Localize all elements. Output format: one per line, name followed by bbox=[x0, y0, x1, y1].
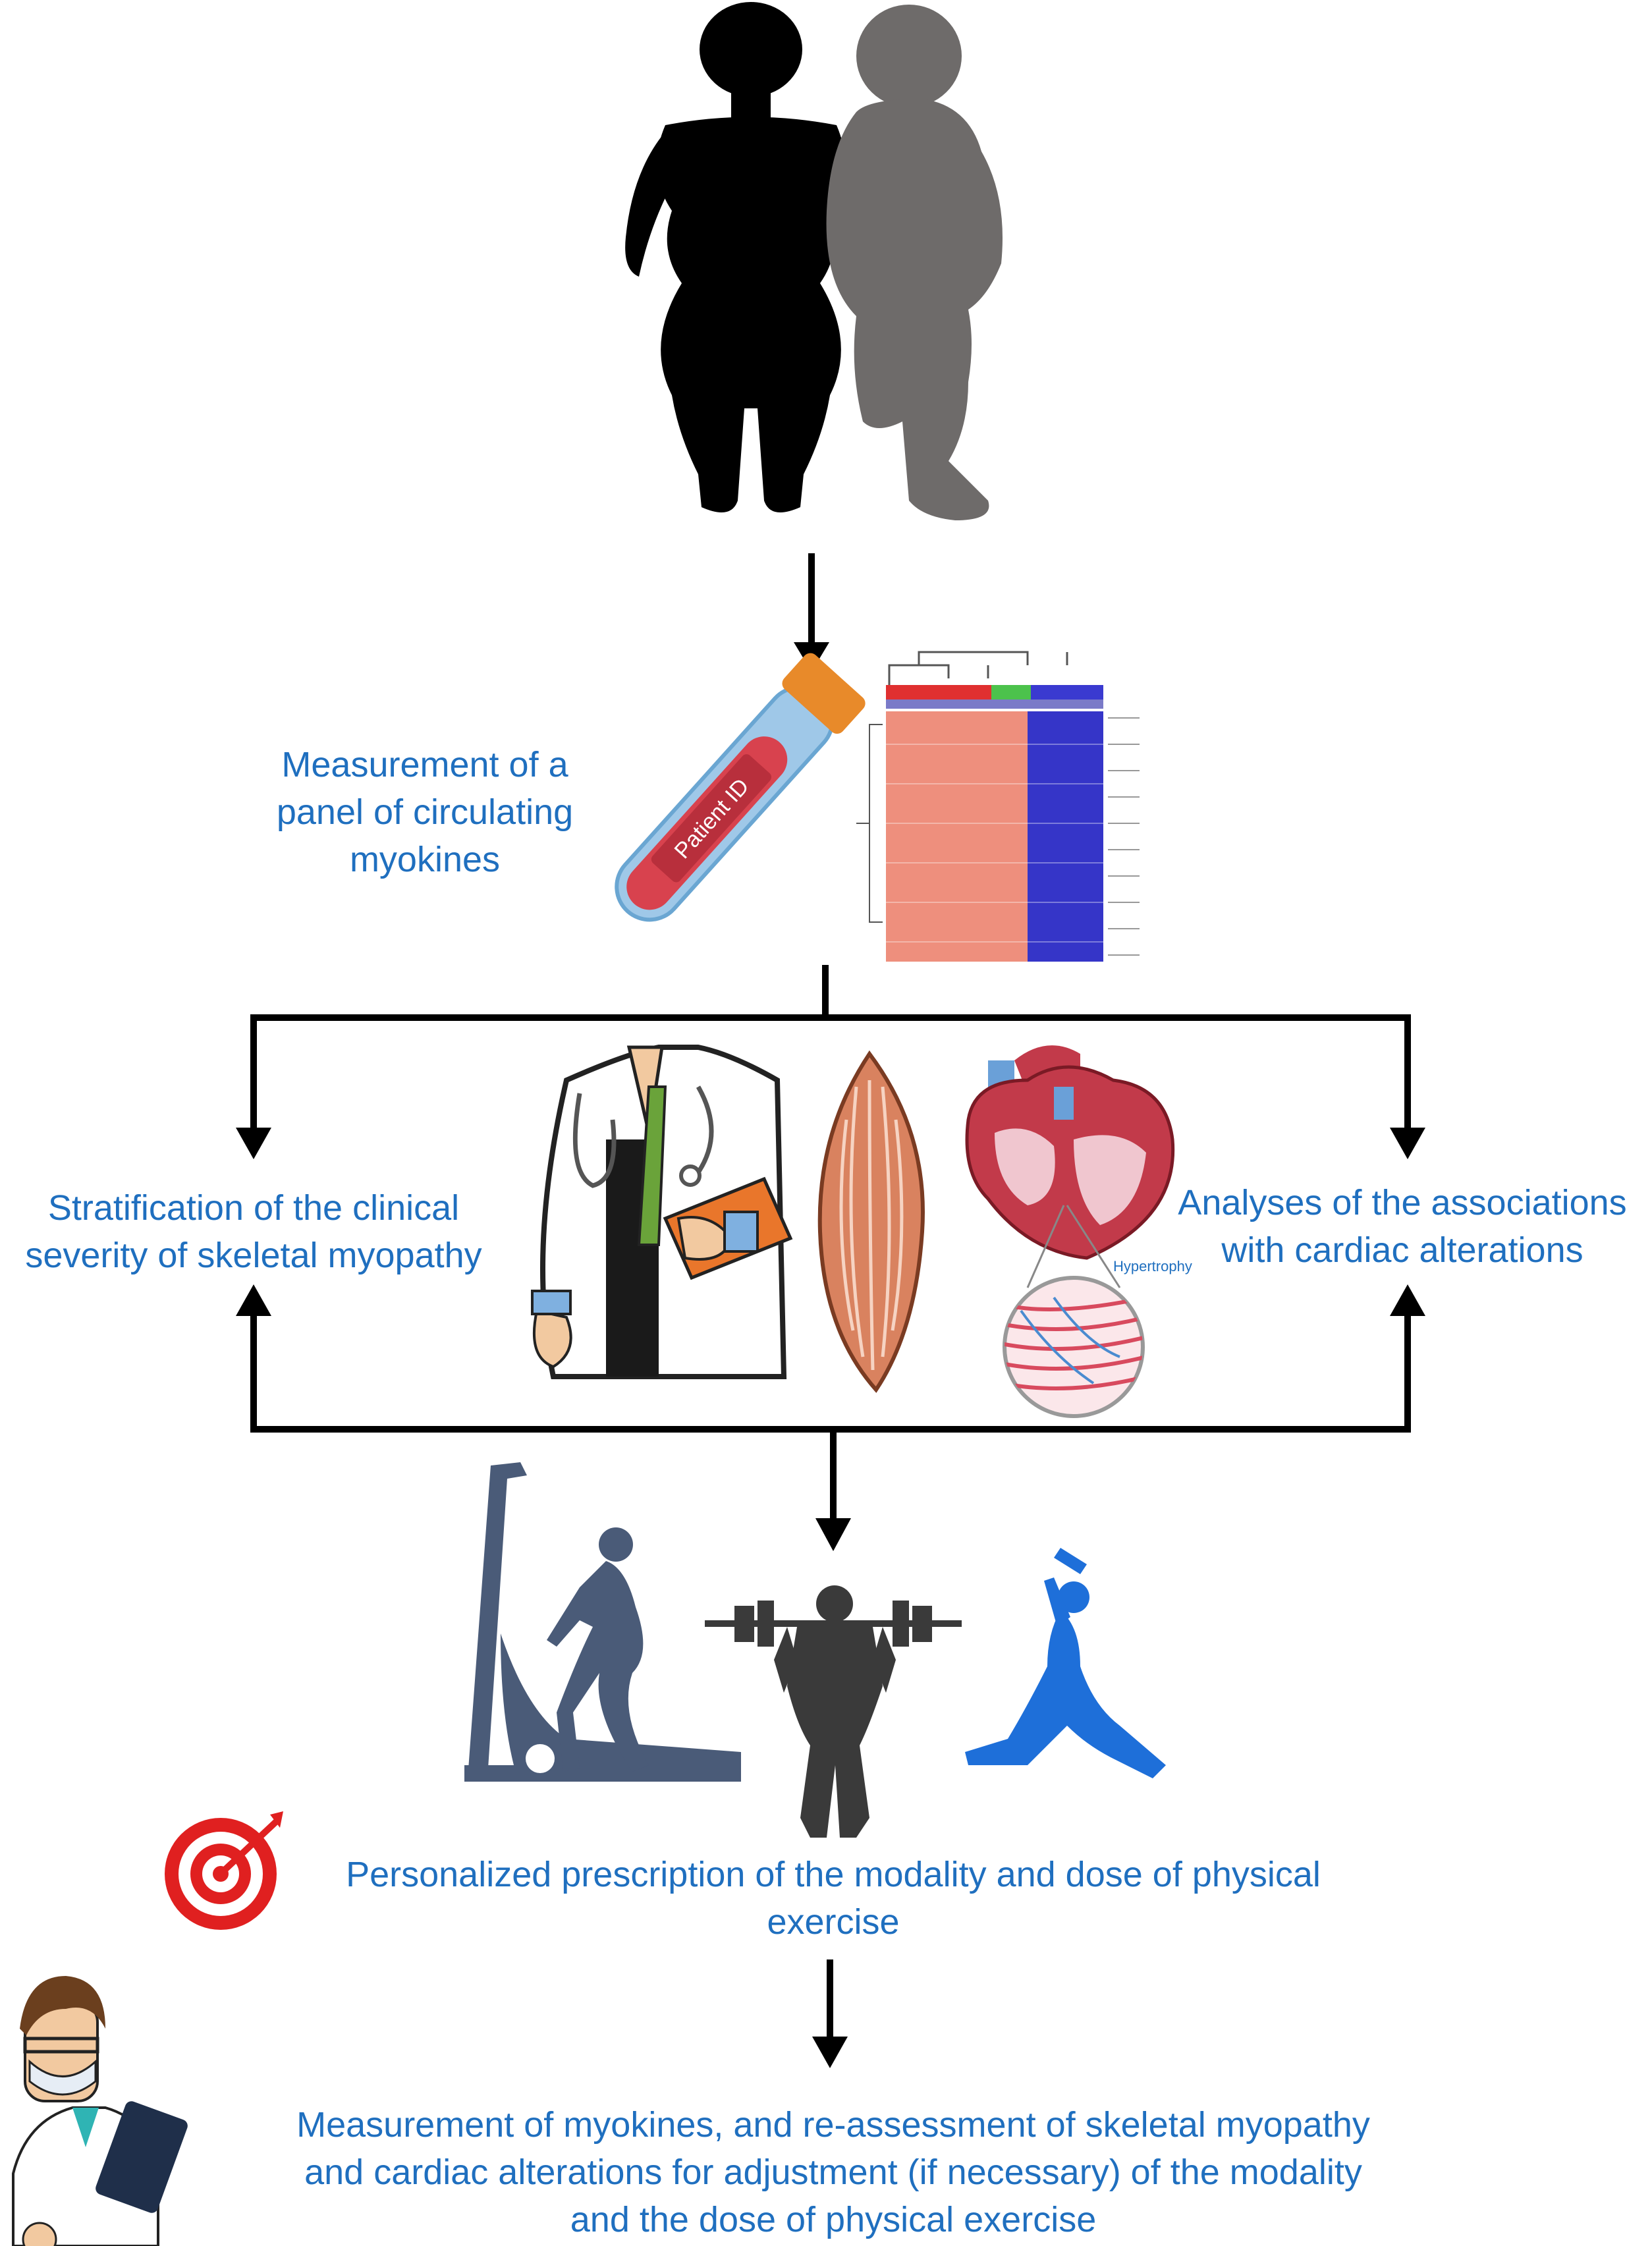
blood-tube-icon: Patient ID bbox=[615, 653, 866, 922]
reassessment-label: Measurement of myokines, and re-assessme… bbox=[224, 2101, 1443, 2243]
analyses-line-1: Analyses of the associations bbox=[1178, 1183, 1627, 1222]
measurement-label: Measurement of a panel of circulating my… bbox=[250, 741, 599, 883]
prescription-label: Personalized prescription of the modalit… bbox=[290, 1851, 1377, 1946]
prescription-line-2: exercise bbox=[767, 1902, 900, 1942]
measurement-line-3: myokines bbox=[349, 840, 501, 879]
stratification-line-1: Stratification of the clinical bbox=[47, 1188, 460, 1228]
weightlifter-icon bbox=[705, 1585, 962, 1838]
doctor-clipboard-icon bbox=[12, 1976, 188, 2246]
prescription-line-1: Personalized prescription of the modalit… bbox=[346, 1855, 1321, 1894]
reassessment-line-3: and the dose of physical exercise bbox=[570, 2200, 1097, 2239]
stratification-label: Stratification of the clinical severity … bbox=[0, 1184, 507, 1279]
heatmap-icon bbox=[856, 651, 1146, 962]
reassessment-line-2: and cardiac alterations for adjustment (… bbox=[304, 2152, 1362, 2192]
treadmill-runner-icon bbox=[464, 1462, 741, 1782]
connector-lines bbox=[236, 553, 1425, 2068]
analyses-line-2: with cardiac alterations bbox=[1221, 1230, 1583, 1270]
stratification-line-2: severity of skeletal myopathy bbox=[25, 1236, 482, 1275]
reassessment-line-1: Measurement of myokines, and re-assessme… bbox=[296, 2105, 1370, 2145]
measurement-line-1: Measurement of a bbox=[281, 745, 568, 784]
doctor-icon bbox=[531, 1045, 793, 1379]
heart-label: Hypertrophy bbox=[1113, 1258, 1192, 1274]
measurement-line-2: panel of circulating bbox=[276, 792, 574, 832]
muscle-icon bbox=[817, 1050, 925, 1393]
target-icon bbox=[165, 1811, 283, 1930]
tissue-lens bbox=[1003, 1276, 1145, 1418]
analyses-label: Analyses of the associations with cardia… bbox=[1153, 1179, 1652, 1274]
body-silhouette-icon bbox=[625, 2, 1003, 520]
lunge-dumbbell-icon bbox=[965, 1548, 1166, 1778]
